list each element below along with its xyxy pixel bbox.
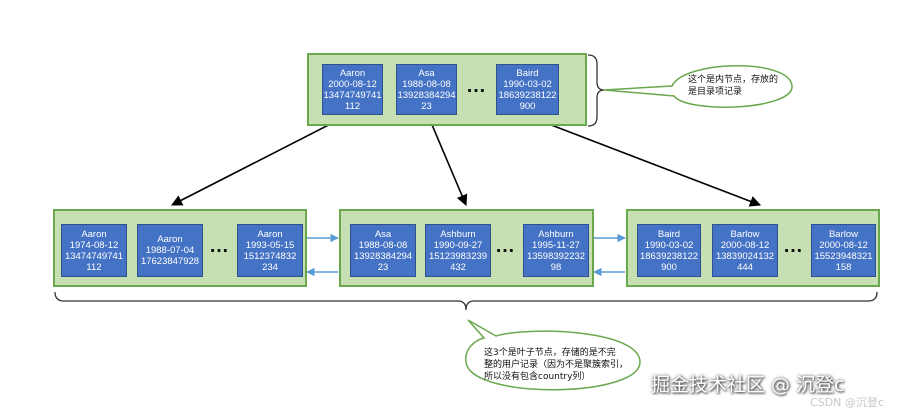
inner-node-brace [587,54,605,127]
inner-node-note: 这个是内节点，存放的 是目录项记录 [688,75,779,97]
record-id: 158 [835,261,852,273]
record-id: 23 [421,100,432,112]
record-name: Ashburn [538,228,574,240]
leaf-2-record-2: Ashburn 1990-09-27 15123983239 432 [425,224,491,277]
record-date: 1990-03-02 [503,78,552,90]
record-phone: 13839024132 [715,250,775,262]
record-name: Barlow [828,228,859,240]
record-id: 112 [344,100,361,112]
record-date: 1988-08-08 [358,239,408,251]
record-phone: 15523948321 [814,250,873,262]
pointer-arrow-to-leaf-2 [426,112,468,207]
record-phone: 18639238122 [498,89,557,101]
inner-note-bubble [603,65,793,108]
leaf-1-record-3: Aaron 1993-05-15 1512374832 234 [237,224,303,277]
record-date: 1993-05-15 [245,239,295,251]
record-name: Ashburn [440,228,476,240]
record-date: 1990-09-27 [433,239,483,251]
inner-record-2: Asa 1988-08-08 13928384294 23 [396,64,457,115]
record-phone: 1512374832 [243,250,297,262]
pointer-arrow-to-leaf-3 [519,112,762,207]
leaf-nodes-brace [54,291,878,311]
record-name: Aaron [157,234,183,245]
record-name: Asa [418,67,435,79]
record-name: Aaron [339,67,366,79]
leaf-2-record-1: Asa 1988-08-08 13928384294 23 [350,224,416,277]
record-phone: 15123983239 [428,250,488,262]
record-name: Aaron [81,228,107,240]
record-id: 900 [661,261,677,273]
record-id: 900 [519,100,536,112]
leaf-1-ellipsis: … [209,235,230,257]
record-id: 234 [262,261,278,273]
record-phone: 18639238122 [639,250,699,262]
record-date: 1988-08-08 [402,78,451,90]
record-date: 1995-11-27 [532,239,580,251]
record-id: 23 [377,261,389,273]
record-name: Barlow [730,228,760,240]
leaf-3-record-1: Baird 1990-03-02 18639238122 900 [637,224,701,277]
record-date: 2000-08-12 [328,78,377,90]
leaf-1-record-1: Aaron 1974-08-12 13474749741 112 [61,224,127,277]
record-id: 444 [737,261,753,273]
record-date: 2000-08-12 [819,239,868,251]
inner-record-3: Baird 1990-03-02 18639238122 900 [496,64,559,115]
record-phone: 13474749741 [323,89,382,101]
watermark-juejin: 掘金技术社区 @ 沉登c [651,374,845,396]
record-name: Baird [657,228,681,240]
record-name: Asa [374,228,392,240]
leaf-3-ellipsis: … [783,235,804,257]
record-date: 1990-03-02 [644,239,694,251]
record-id: 432 [450,261,466,273]
watermark-csdn: CSDN @沉登c [810,396,884,409]
leaf-node-2: Asa 1988-08-08 13928384294 23 Ashburn 19… [339,209,594,287]
record-phone: 13598392232 [526,250,586,262]
leaf-node-1: Aaron 1974-08-12 13474749741 112 Aaron 1… [53,209,307,287]
leaf-note-bubble [465,319,641,391]
record-id: 98 [550,261,562,273]
inner-record-1: Aaron 2000-08-12 13474749741 112 [322,64,383,115]
record-date: 1988-07-04 [145,245,195,256]
record-date: 1974-08-12 [69,239,119,251]
leaf-1-record-2: Aaron 1988-07-04 17623847928 [137,224,203,277]
leaf-3-record-2: Barlow 2000-08-12 13839024132 444 [712,224,778,277]
record-phone: 13928384294 [397,89,456,101]
inner-ellipsis: … [466,75,487,97]
record-name: Baird [516,67,539,79]
leaf-node-note: 这3个是叶子节点，存储的是不完 整的用户记录（因为不是聚簇索引， 所以没有包含c… [484,348,629,382]
pointer-arrow-to-leaf-1 [171,112,353,206]
leaf-2-record-3: Ashburn 1995-11-27 13598392232 98 [523,224,589,277]
record-id: 112 [86,261,102,273]
record-date: 2000-08-12 [720,239,770,251]
leaf-3-record-3: Barlow 2000-08-12 15523948321 158 [811,224,876,277]
record-phone: 13474749741 [64,250,124,262]
record-phone: 17623847928 [140,256,200,267]
leaf-2-ellipsis: … [495,235,516,257]
inner-node: Aaron 2000-08-12 13474749741 112 Asa 198… [307,53,587,126]
record-phone: 13928384294 [353,250,413,262]
record-name: Aaron [257,228,283,240]
leaf-node-3: Baird 1990-03-02 18639238122 900 Barlow … [626,209,880,287]
